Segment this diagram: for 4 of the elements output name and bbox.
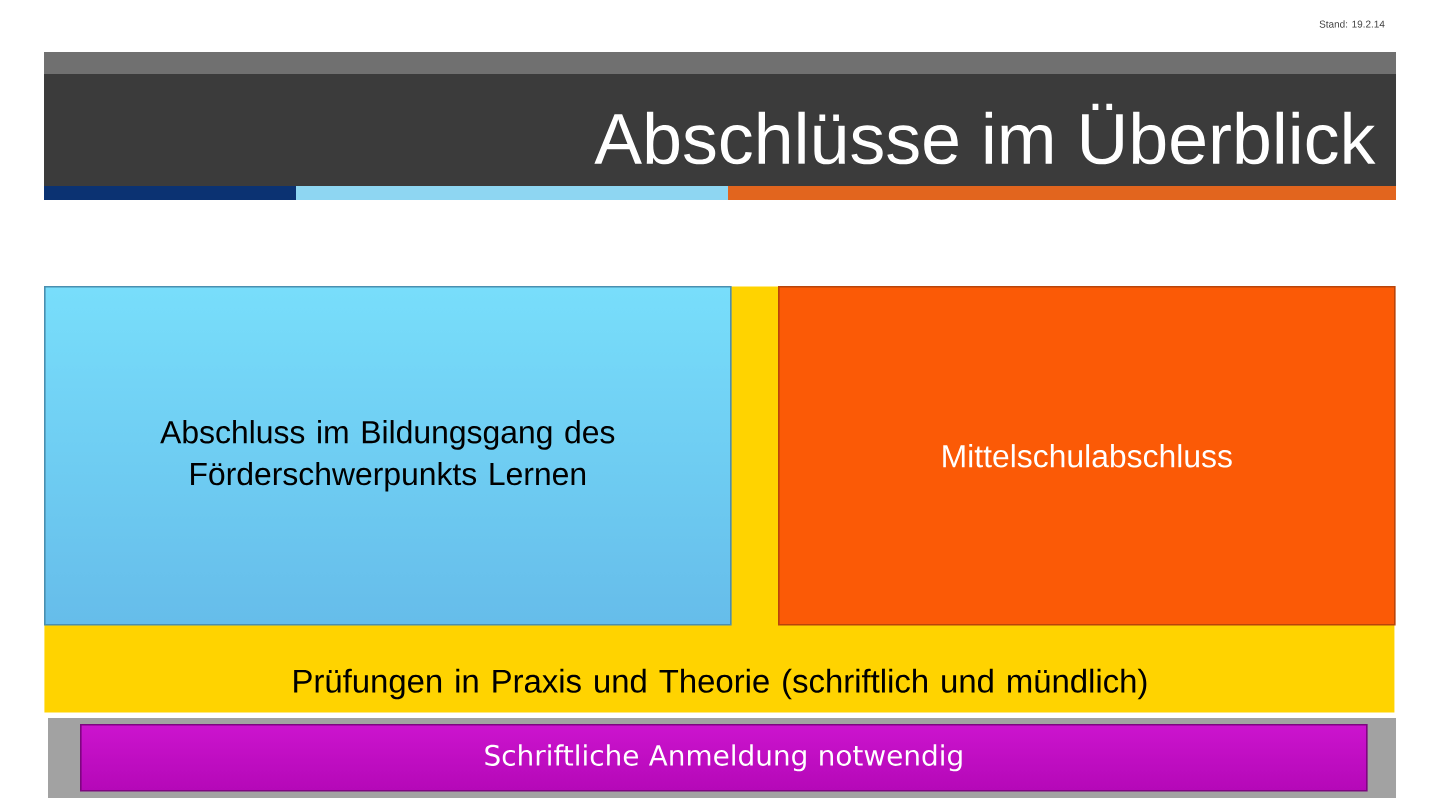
registration-band: Schriftliche Anmeldung notwendig <box>48 718 1396 798</box>
degree-box: Mittelschulabschluss <box>778 286 1396 626</box>
slide-title: Abschlüsse im Überblick <box>594 103 1376 165</box>
degree-box: Abschluss im Bildungsgang des Förderschwerpunkts Lernen <box>44 286 732 626</box>
